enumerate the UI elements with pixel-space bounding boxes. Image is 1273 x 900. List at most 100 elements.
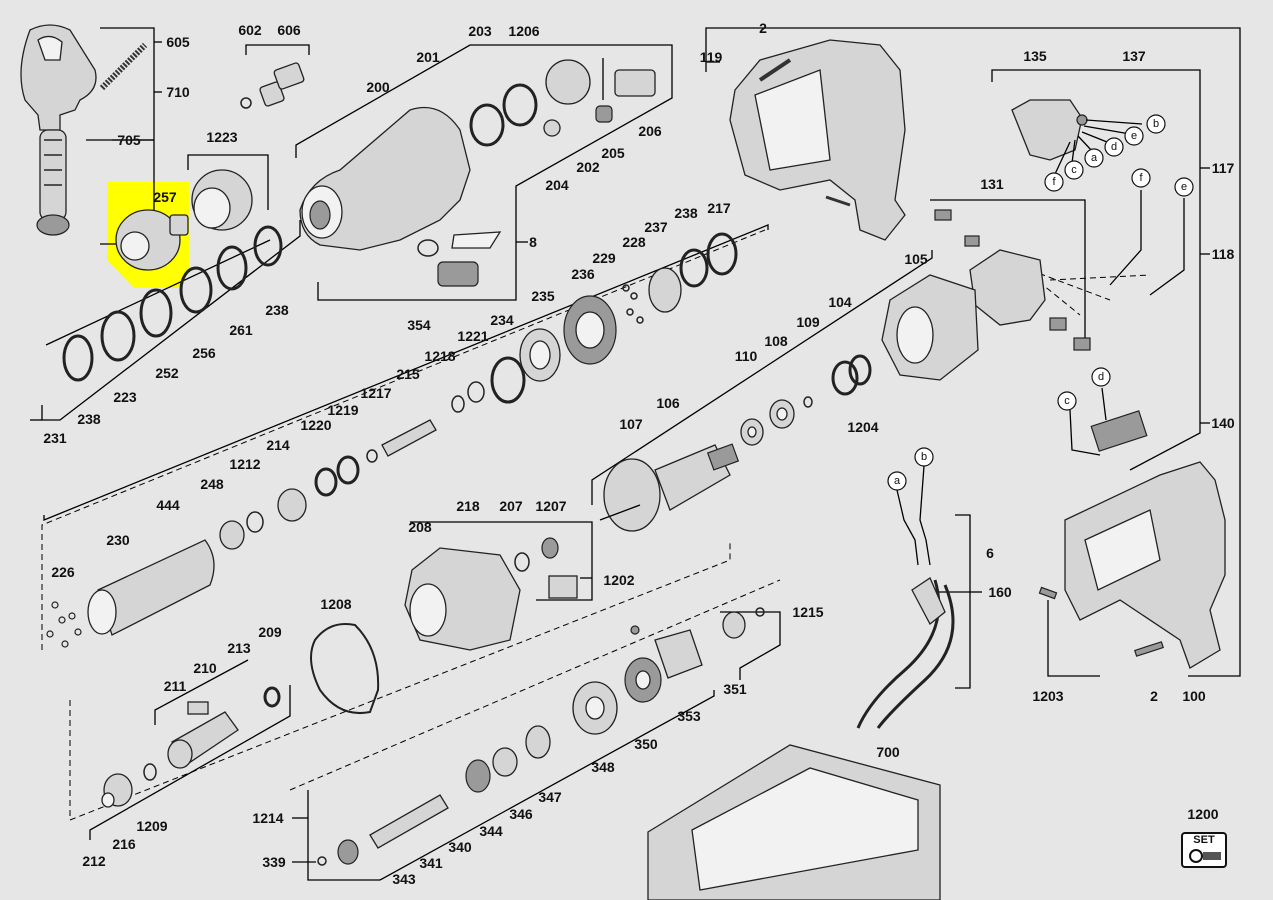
part-107-armature [599,443,740,532]
label-117: 117 [1212,160,1235,176]
callout-f: f [1139,172,1143,184]
wire-callout-letters: b e d a c f f e d c a b [894,118,1187,487]
label-710: 710 [166,84,190,100]
label-1206: 1206 [508,23,539,39]
label-340: 340 [448,839,472,855]
label-210: 210 [193,660,217,676]
part-160-cord [856,465,955,729]
label-107: 107 [619,416,643,432]
label-238: 238 [674,205,698,221]
part-131-brush-holder [934,209,1091,351]
label-137: 137 [1122,48,1146,64]
label-8: 8 [529,234,537,250]
hammer-parts [101,686,281,808]
part-700-case [647,744,941,900]
label-1208: 1208 [320,596,351,612]
label-105: 105 [904,251,928,267]
part-135-switch [1011,99,1143,175]
label-108: 108 [764,333,788,349]
label-201: 201 [416,49,440,65]
label-606: 606 [277,22,301,38]
label-1200: 1200 [1187,806,1218,822]
label-140: 140 [1211,415,1235,431]
label-205: 205 [601,145,625,161]
label-207: 207 [499,498,523,514]
label-109: 109 [796,314,820,330]
label-217: 217 [707,200,731,216]
motor-small-parts [740,354,872,446]
label-200: 200 [366,79,390,95]
label-347: 347 [538,789,562,805]
label-100: 100 [1182,688,1206,704]
label-1204: 1204 [847,419,878,435]
label-6: 6 [986,545,994,561]
callout-d: d [1111,141,1117,153]
label-343: 343 [392,871,416,887]
label-1219: 1219 [327,402,358,418]
part-number-labels: 605 710 705 602 606 1223 257 200 201 203… [43,20,1235,887]
shaft-215 [219,381,485,550]
label-2: 2 [759,20,767,36]
label-605: 605 [166,34,190,50]
callout-f: f [1052,176,1056,188]
label-1218: 1218 [424,348,455,364]
label-1217: 1217 [360,385,391,401]
part-100-housing [1038,461,1226,669]
label-216: 216 [112,836,136,852]
wires-117-118 [1069,190,1185,456]
label-215: 215 [396,366,420,382]
label-257: 257 [153,189,177,205]
set-badge-ring-icon [1189,849,1203,863]
label-1207: 1207 [535,498,566,514]
label-206: 206 [638,123,662,139]
callout-d: d [1098,371,1104,383]
label-110: 110 [735,348,758,364]
label-248: 248 [200,476,224,492]
part-1223 [191,169,253,231]
part-1208-gasket [310,623,380,714]
part-105-stator [881,274,979,381]
label-234: 234 [490,312,514,328]
label-214: 214 [266,437,290,453]
label-204: 204 [545,177,569,193]
label-104: 104 [828,294,852,310]
callout-a: a [1091,152,1098,164]
part-200-housing [299,59,656,287]
label-230: 230 [106,532,130,548]
label-705: 705 [117,132,141,148]
part-208-gearbox [404,537,578,651]
label-348: 348 [591,759,615,775]
gear-train [490,232,738,404]
label-602: 602 [238,22,262,38]
label-339: 339 [262,854,286,870]
label-119: 119 [700,49,723,65]
label-341: 341 [419,855,443,871]
rings-231 [62,225,283,382]
set-badge-tool-icon [1203,852,1221,860]
label-700: 700 [876,744,900,760]
label-351: 351 [723,681,747,697]
label-212: 212 [82,853,106,869]
callout-b: b [921,451,927,463]
part-119-handle [729,39,906,241]
label-226: 226 [51,564,75,580]
callout-b: b [1153,118,1159,130]
label-1214: 1214 [252,810,283,826]
part-230-cylinder [46,539,215,648]
callout-e: e [1131,130,1137,142]
wire-callouts [887,114,1194,491]
set-badge: SET [1181,832,1227,868]
label-213: 213 [227,640,251,656]
callout-a: a [894,475,901,487]
label-218: 218 [456,498,480,514]
label-208: 208 [408,519,432,535]
label-135: 135 [1023,48,1047,64]
gearshift-parts [317,607,765,866]
label-238-c: 238 [265,302,289,318]
label-229: 229 [592,250,616,266]
label-203: 203 [468,23,492,39]
label-1215: 1215 [792,604,823,620]
label-252: 252 [155,365,179,381]
label-1202: 1202 [603,572,634,588]
label-1209: 1209 [136,818,167,834]
